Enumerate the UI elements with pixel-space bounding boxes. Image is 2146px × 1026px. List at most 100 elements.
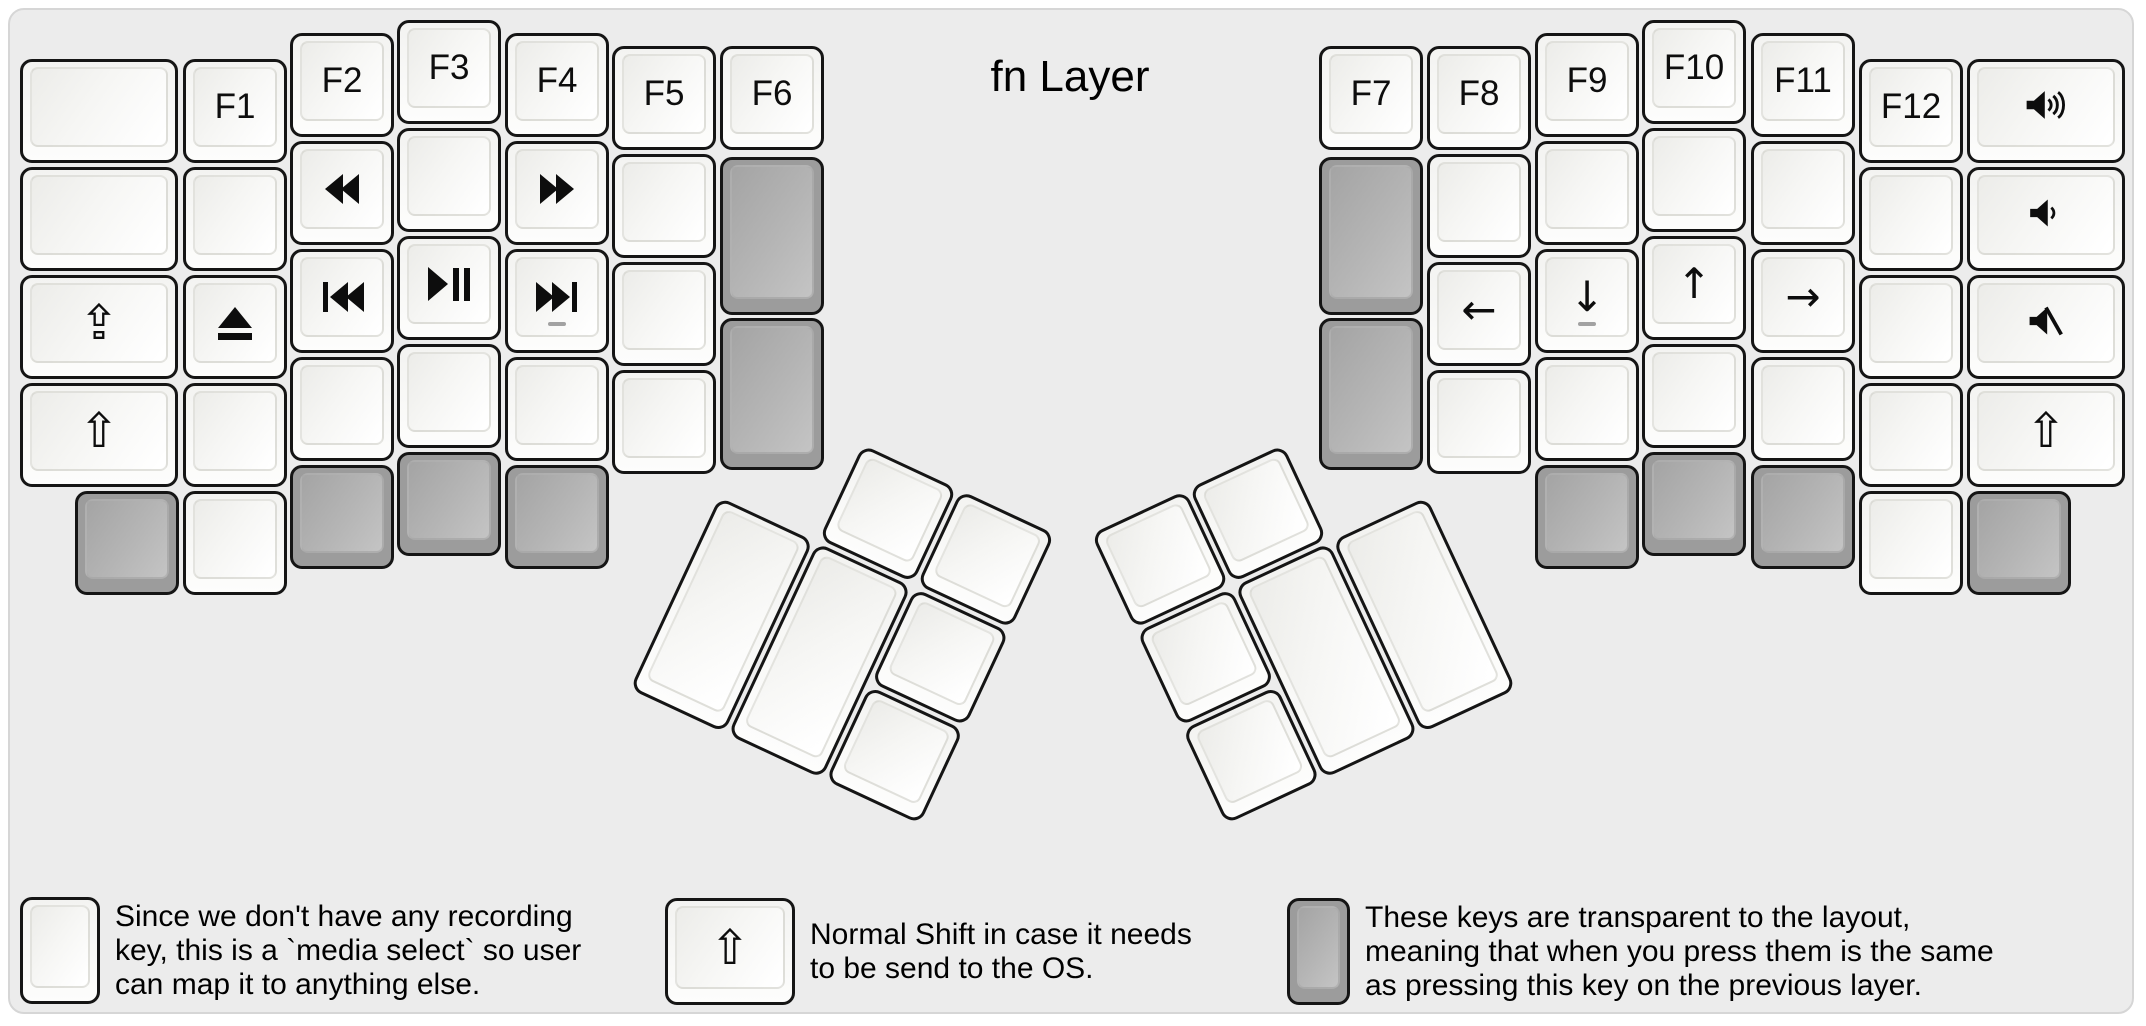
keycap bbox=[1437, 162, 1521, 242]
legend-transparent-key-slot bbox=[1287, 898, 1350, 1005]
key-transparent[interactable] bbox=[75, 491, 179, 595]
key-play-pause[interactable] bbox=[397, 236, 501, 340]
key-blank[interactable] bbox=[1642, 128, 1746, 232]
keycap bbox=[30, 175, 168, 255]
key-next-track[interactable] bbox=[505, 249, 609, 353]
legend-shift-key: ⇧ bbox=[665, 898, 795, 1005]
legend-item-normal-shift: ⇧ Normal Shift in case it needs to be se… bbox=[665, 898, 1192, 1005]
keycap bbox=[300, 257, 384, 337]
keycap bbox=[1329, 326, 1413, 454]
key-label: F10 bbox=[1663, 48, 1725, 87]
key-shift[interactable]: ⇧ bbox=[20, 383, 178, 487]
key-f2[interactable]: F2 bbox=[290, 33, 394, 137]
key-blank[interactable] bbox=[1751, 357, 1855, 461]
keycap bbox=[30, 905, 90, 988]
key-rewind[interactable] bbox=[290, 141, 394, 245]
key-transparent[interactable] bbox=[1967, 491, 2071, 595]
key-f11[interactable]: F11 bbox=[1751, 33, 1855, 137]
key-blank[interactable] bbox=[1859, 275, 1963, 379]
volume-up-icon bbox=[2023, 87, 2069, 128]
key-transparent[interactable] bbox=[1642, 452, 1746, 556]
keycap bbox=[1329, 165, 1413, 299]
key-label: F11 bbox=[1774, 61, 1832, 100]
keycap: ↓ bbox=[1545, 257, 1629, 337]
key-transparent[interactable] bbox=[290, 465, 394, 569]
key-blank[interactable] bbox=[1535, 141, 1639, 245]
key-f12[interactable]: F12 bbox=[1859, 59, 1963, 163]
key-f4[interactable]: F4 bbox=[505, 33, 609, 137]
key-blank[interactable] bbox=[1642, 344, 1746, 448]
caps-shift-icon: ⇪ bbox=[78, 295, 120, 351]
key-shift[interactable]: ⇧ bbox=[1967, 383, 2125, 487]
key-transparent[interactable] bbox=[1535, 465, 1639, 569]
key-blank[interactable] bbox=[1859, 383, 1963, 487]
key-transparent[interactable] bbox=[1319, 157, 1423, 315]
key-arrow-up[interactable]: ↑ bbox=[1642, 236, 1746, 340]
key-f1[interactable]: F1 bbox=[183, 59, 287, 163]
key-blank[interactable] bbox=[1427, 154, 1531, 258]
key-prev-track[interactable] bbox=[290, 249, 394, 353]
key-blank[interactable] bbox=[20, 59, 178, 163]
key-blank[interactable] bbox=[20, 167, 178, 271]
key-f5[interactable]: F5 bbox=[612, 46, 716, 150]
keycap bbox=[622, 162, 706, 242]
key-transparent[interactable] bbox=[1751, 465, 1855, 569]
keycap: ⇧ bbox=[30, 391, 168, 471]
key-volume-up[interactable] bbox=[1967, 59, 2125, 163]
key-blank[interactable] bbox=[1859, 167, 1963, 271]
keycap bbox=[1869, 499, 1953, 579]
keycap bbox=[515, 365, 599, 445]
keycap bbox=[515, 257, 599, 337]
key-blank[interactable] bbox=[505, 357, 609, 461]
arrow-left-icon: ← bbox=[1461, 285, 1497, 334]
keycap bbox=[193, 391, 277, 471]
key-transparent[interactable] bbox=[1319, 318, 1423, 470]
key-blank[interactable] bbox=[612, 370, 716, 474]
keycap bbox=[730, 165, 814, 299]
key-volume-down[interactable] bbox=[1967, 167, 2125, 271]
keycap bbox=[193, 499, 277, 579]
key-arrow-left[interactable]: ← bbox=[1427, 262, 1531, 366]
play-pause-icon bbox=[428, 267, 470, 301]
key-transparent[interactable] bbox=[505, 465, 609, 569]
key-blank[interactable] bbox=[183, 383, 287, 487]
keycap: F5 bbox=[622, 54, 706, 134]
key-blank[interactable] bbox=[1427, 370, 1531, 474]
key-blank[interactable] bbox=[612, 262, 716, 366]
keycap bbox=[407, 136, 491, 216]
key-volume-mute[interactable] bbox=[1967, 275, 2125, 379]
key-f6[interactable]: F6 bbox=[720, 46, 824, 150]
keycap bbox=[841, 697, 952, 806]
key-stop[interactable] bbox=[183, 167, 287, 271]
key-blank[interactable] bbox=[183, 491, 287, 595]
keycap: ↑ bbox=[1652, 244, 1736, 324]
key-eject[interactable] bbox=[183, 275, 287, 379]
key-blank[interactable] bbox=[1859, 491, 1963, 595]
key-caps-shift[interactable]: ⇪ bbox=[20, 275, 178, 379]
key-blank[interactable] bbox=[612, 154, 716, 258]
key-f7[interactable]: F7 bbox=[1319, 46, 1423, 150]
keycap: F10 bbox=[1652, 28, 1736, 108]
keycap bbox=[1545, 149, 1629, 229]
key-f10[interactable]: F10 bbox=[1642, 20, 1746, 124]
key-arrow-right[interactable]: → bbox=[1751, 249, 1855, 353]
key-transparent[interactable] bbox=[397, 452, 501, 556]
key-arrow-down[interactable]: ↓ bbox=[1535, 249, 1639, 353]
key-fast-forward[interactable] bbox=[505, 141, 609, 245]
key-blank[interactable] bbox=[1535, 357, 1639, 461]
keycap bbox=[730, 326, 814, 454]
key-f3[interactable]: F3 bbox=[397, 20, 501, 124]
legend-transparent-key bbox=[1287, 898, 1350, 1005]
key-transparent[interactable] bbox=[720, 157, 824, 315]
key-blank[interactable] bbox=[290, 357, 394, 461]
key-transparent[interactable] bbox=[720, 318, 824, 470]
key-blank[interactable] bbox=[397, 344, 501, 448]
keycap bbox=[1761, 473, 1845, 553]
key-blank[interactable] bbox=[1751, 141, 1855, 245]
key-media-select[interactable] bbox=[397, 128, 501, 232]
key-f9[interactable]: F9 bbox=[1535, 33, 1639, 137]
key-f8[interactable]: F8 bbox=[1427, 46, 1531, 150]
keycap bbox=[515, 149, 599, 229]
keycap: ← bbox=[1437, 270, 1521, 350]
keycap bbox=[193, 175, 277, 255]
